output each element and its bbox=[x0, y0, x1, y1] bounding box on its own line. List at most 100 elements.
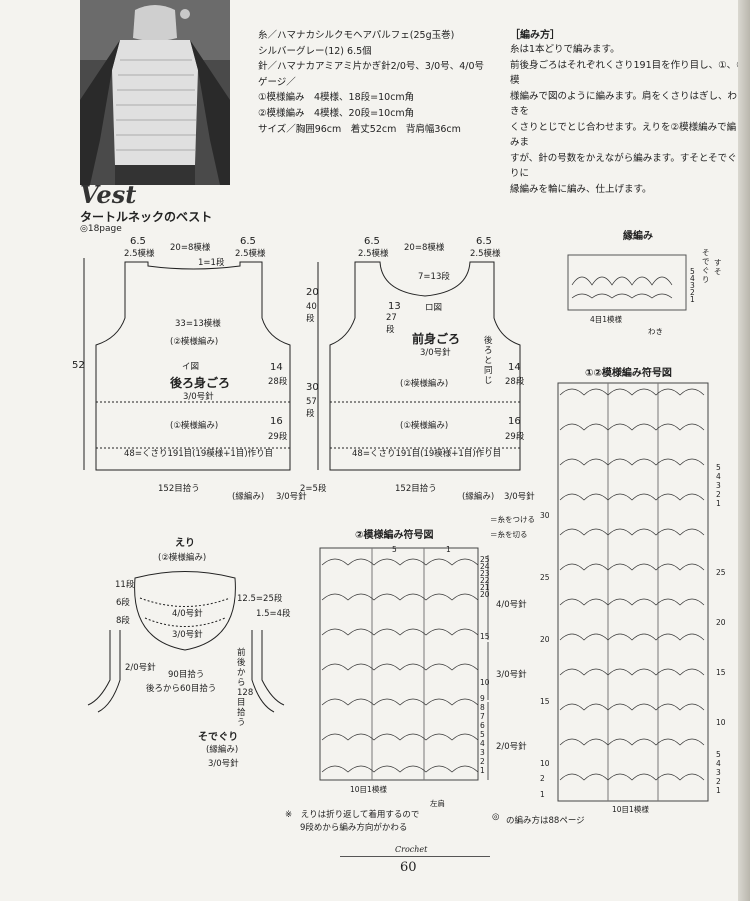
back-neck-width: 20=8模様 bbox=[170, 243, 211, 253]
edging-side: わき bbox=[648, 327, 663, 336]
collar-h12: 12.5=25段 bbox=[237, 594, 283, 604]
chart12-right-row: 3 bbox=[716, 768, 721, 777]
chart12-right-top-rows: 5 4 3 2 1 bbox=[716, 463, 721, 508]
chart12-left-row: 10 bbox=[540, 759, 550, 768]
front-pickup: 152目拾う bbox=[395, 484, 437, 494]
reference-icon: ◎ bbox=[492, 812, 500, 822]
total-height: 52 bbox=[72, 360, 85, 371]
chart2-needle-3: 3/0号針 bbox=[496, 670, 527, 680]
back-r14: 14 bbox=[270, 362, 283, 373]
page-number: 60 bbox=[400, 860, 417, 875]
method-text: 糸は1本どりで編みます。 前後身ごろはそれぞれくさり191目を作り目し、①、②模… bbox=[510, 42, 745, 197]
front-r13-sub: 27段 bbox=[386, 313, 397, 335]
armhole-outline-left bbox=[87, 630, 111, 706]
chart2-row: 21 bbox=[480, 583, 490, 592]
chart2-row: 23 bbox=[480, 569, 490, 578]
chart2-row: 6 bbox=[480, 721, 485, 730]
chart2-row: 1 bbox=[480, 766, 485, 775]
front-cast-on: 48=くさり191目(19模様+1目)作り目 bbox=[352, 449, 502, 459]
collar-pattern: (②模様編み) bbox=[158, 553, 207, 563]
chart12-left-rows: 30 25 20 15 10 bbox=[540, 485, 550, 795]
chart2-row: 24 bbox=[480, 562, 490, 571]
front-h30-sub: 57段 bbox=[306, 397, 317, 419]
front-needle: 3/0号針 bbox=[420, 348, 451, 358]
chart12-right-row: 20 bbox=[716, 618, 726, 627]
front-shoulder-left: 6.5 bbox=[364, 236, 380, 247]
back-shoulder-right: 6.5 bbox=[240, 236, 256, 247]
collar-row-8: 8段 bbox=[116, 616, 130, 626]
front-neck-depth: 7=13段 bbox=[418, 272, 450, 282]
chart2-row-10: 10 bbox=[480, 678, 490, 687]
page-ref: ◎18page bbox=[80, 224, 122, 234]
legend-attach: ＝糸をつける bbox=[490, 515, 535, 524]
collar-pickup-back: 後ろから60目拾う bbox=[146, 684, 217, 694]
chart2-top-row-1: 1 bbox=[446, 545, 451, 554]
chart12-repeat: 10目1模様 bbox=[612, 805, 649, 814]
collar-needle-4: 4/0号針 bbox=[172, 609, 203, 619]
chart2-needle-2: 2/0号針 bbox=[496, 742, 527, 752]
chart2-row: 22 bbox=[480, 576, 490, 585]
edging-title: 縁編み bbox=[623, 231, 653, 242]
chart2-title: ②模様編み符号図 bbox=[355, 530, 434, 541]
front-hem-rows: 2=5段 bbox=[300, 484, 327, 494]
collar-note-2: 9段めから編み方向がかわる bbox=[300, 823, 408, 833]
chart12-right-row: 15 bbox=[716, 668, 726, 677]
back-needle: 3/0号針 bbox=[183, 392, 214, 402]
chart12-right-row: 2 bbox=[716, 490, 721, 499]
chart12-right-row: 1 bbox=[716, 786, 721, 795]
edging-rows: 5 4 3 2 1 bbox=[690, 268, 695, 304]
front-h20-sub: 40段 bbox=[306, 302, 317, 324]
back-pickup: 152目拾う bbox=[158, 484, 200, 494]
front-neck-width: 20=8模様 bbox=[404, 243, 445, 253]
chart2-rows-top: 25 24 23 22 21 20 bbox=[480, 556, 490, 599]
front-h20: 20 bbox=[306, 287, 319, 298]
method-heading: ［編み方］ bbox=[510, 30, 560, 41]
front-outline bbox=[329, 261, 521, 471]
chart12-left-row-2: 2 bbox=[540, 774, 545, 783]
chart2-row: 2 bbox=[480, 757, 485, 766]
spec-list: 糸／ハマナカシルクモヘアパルフェ(25g玉巻) シルバーグレー(12) 6.5個… bbox=[258, 28, 498, 137]
collar-needle-3: 3/0号針 bbox=[172, 630, 203, 640]
reference-note: の編み方は88ページ bbox=[506, 816, 585, 826]
back-r16: 16 bbox=[270, 416, 283, 427]
front-r16: 16 bbox=[508, 416, 521, 427]
front-r14-sub: 28段 bbox=[505, 377, 525, 387]
back-r16-sub: 29段 bbox=[268, 432, 288, 442]
chart12-left-row-1: 1 bbox=[540, 790, 545, 799]
front-edge-label: (縁編み) bbox=[232, 492, 265, 502]
armhole-pattern: (縁編み) bbox=[206, 745, 239, 755]
chart12-right-row: 5 bbox=[716, 750, 721, 759]
edging-row-label: 4 bbox=[690, 274, 695, 283]
spec-line: 糸／ハマナカシルクモヘアパルフェ(25g玉巻) bbox=[258, 30, 455, 41]
chart12-left-row: 25 bbox=[540, 573, 550, 582]
collar-pickup: 90目拾う bbox=[168, 670, 205, 680]
method-line: 糸は1本どりで編みます。 bbox=[510, 44, 620, 55]
edging-repeat: 4目1模様 bbox=[590, 315, 623, 324]
front-edge-needle-2: 3/0号針 bbox=[504, 492, 535, 502]
model-photo bbox=[80, 0, 230, 185]
chart2-grid bbox=[319, 547, 479, 781]
chart12-right-row: 5 bbox=[716, 463, 721, 472]
collar-needle-2: 2/0号針 bbox=[125, 663, 156, 673]
chart12-right-row: 10 bbox=[716, 718, 726, 727]
legend-cut: ＝糸を切る bbox=[490, 530, 528, 539]
back-shoulder-left-sub: 2.5模様 bbox=[124, 249, 155, 259]
chart12-grid bbox=[557, 382, 709, 802]
collar-note-1: ※ えりは折り返して着用するので bbox=[285, 810, 420, 820]
chart2-row: 4 bbox=[480, 739, 485, 748]
chart12-right-bottom-rows: 5 4 3 2 1 bbox=[716, 750, 721, 795]
chart12-right-row: 25 bbox=[716, 568, 726, 577]
back-name: 後ろ身ごろ bbox=[170, 376, 231, 390]
spec-line: シルバーグレー(12) 6.5個 bbox=[258, 45, 372, 57]
footer-brand: Crochet bbox=[395, 845, 428, 854]
back-pattern2: (②模様編み) bbox=[170, 337, 219, 347]
spec-line: 針／ハマナカアミアミ片かぎ針2/0号、3/0号、4/0号 bbox=[258, 61, 484, 73]
back-shoulder-left: 6.5 bbox=[130, 236, 146, 247]
armhole-outline-right bbox=[261, 630, 285, 706]
chart12-right-row: 2 bbox=[716, 777, 721, 786]
back-i-mark: イ図 bbox=[182, 362, 200, 372]
method-line: すが、針の号数をかえながら編みます。すそとそでぐりに bbox=[510, 152, 737, 180]
chart2-row: 5 bbox=[480, 730, 485, 739]
chart2-top-row-5: 5 bbox=[392, 545, 397, 554]
